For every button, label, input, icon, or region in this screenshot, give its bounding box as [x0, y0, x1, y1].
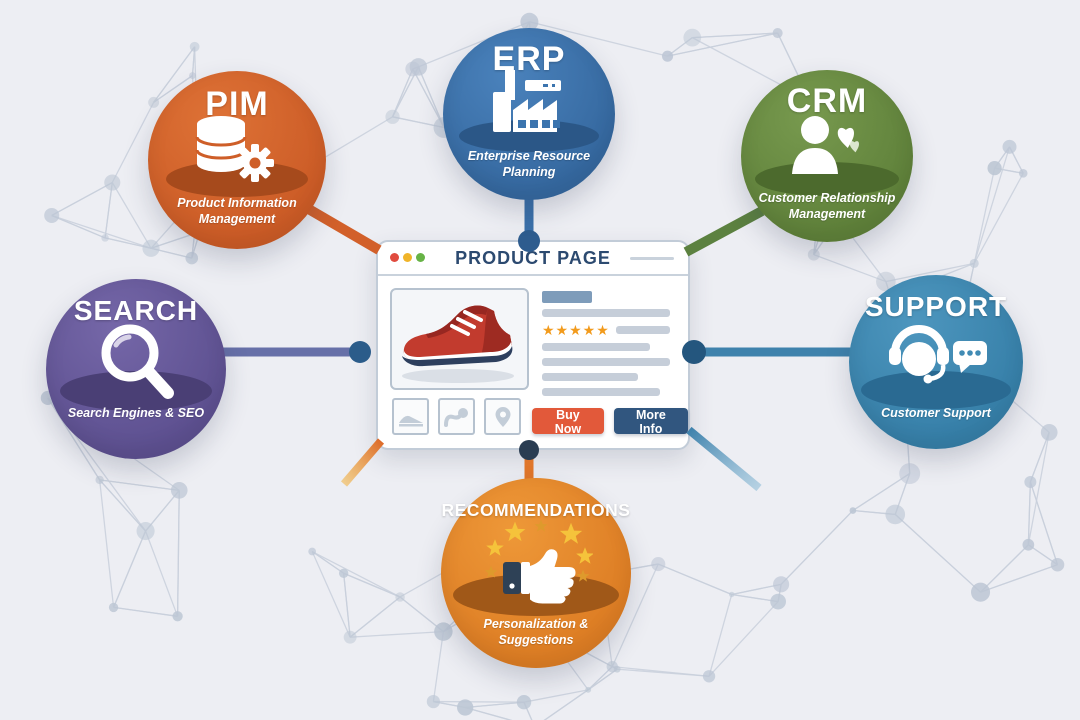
thumbnail-shoe-icon: [398, 415, 423, 426]
thumbnail-1[interactable]: [392, 398, 429, 435]
maximize-window-icon[interactable]: [416, 253, 425, 262]
search-title: SEARCH: [73, 295, 199, 326]
window-controls[interactable]: [390, 253, 425, 262]
product-page-window: PRODUCT PAGE: [376, 240, 690, 450]
thumbnail-sole-icon: [443, 407, 468, 427]
thumbnail-row: [392, 398, 521, 435]
more-info-button[interactable]: More Info: [613, 408, 688, 436]
rating-stars: ★★★★★: [542, 322, 610, 338]
close-window-icon[interactable]: [390, 253, 399, 262]
pim-node[interactable]: PIM Product I: [148, 71, 326, 249]
thumbnail-3[interactable]: [484, 398, 521, 435]
person-hearts-icon: [792, 116, 859, 174]
support-subtitle: Customer Support: [881, 406, 991, 420]
crm-title: CRM: [786, 82, 868, 120]
pim-subtitle: Product Information Management: [177, 196, 297, 227]
search-node[interactable]: SEARCH Search Engines & SEO: [46, 279, 226, 459]
text-placeholder: [542, 309, 670, 317]
headset-chat-icon: [889, 325, 987, 384]
action-buttons: Buy Now More Info: [532, 408, 688, 436]
thumbnail-2[interactable]: [438, 398, 475, 435]
minimize-window-icon[interactable]: [403, 253, 412, 262]
recommendations-subtitle: Personalization & Suggestions: [483, 617, 589, 648]
crm-node[interactable]: CRM Customer Relationship Management: [741, 70, 913, 242]
database-gear-icon: [195, 116, 274, 182]
rating-text-placeholder: [615, 326, 670, 334]
recommendations-node[interactable]: RECOMMENDATIONS Personalization & Sugges…: [441, 478, 631, 668]
crm-subtitle: Customer Relationship Management: [758, 191, 896, 222]
erp-node[interactable]: ERP Enterprise Resource Planning: [443, 28, 615, 200]
text-placeholder: [542, 358, 670, 366]
erp-title: ERP: [492, 40, 566, 78]
sneaker-illustration: [402, 305, 514, 383]
page-title: PRODUCT PAGE: [455, 248, 611, 268]
magnifying-glass-icon: [101, 324, 174, 399]
thumbs-up-stars-icon: [484, 520, 593, 604]
text-placeholder: [542, 343, 650, 351]
search-subtitle: Search Engines & SEO: [67, 406, 205, 420]
factory-icon: [493, 70, 561, 132]
product-image: [390, 288, 529, 390]
product-name-placeholder: [542, 291, 592, 303]
recommendations-title: RECOMMENDATIONS: [441, 500, 631, 520]
text-placeholder: [542, 388, 660, 396]
thumbnail-pin-icon: [495, 406, 510, 427]
erp-subtitle: Enterprise Resource Planning: [467, 149, 591, 180]
product-details: ★★★★★: [542, 291, 670, 403]
support-title: SUPPORT: [864, 291, 1008, 322]
window-title-bar: PRODUCT PAGE: [378, 242, 688, 276]
support-node[interactable]: SUPPORT Customer Support: [849, 275, 1023, 449]
text-placeholder: [542, 373, 638, 381]
title-bar-dash: [630, 257, 674, 260]
buy-now-button[interactable]: Buy Now: [532, 408, 604, 436]
